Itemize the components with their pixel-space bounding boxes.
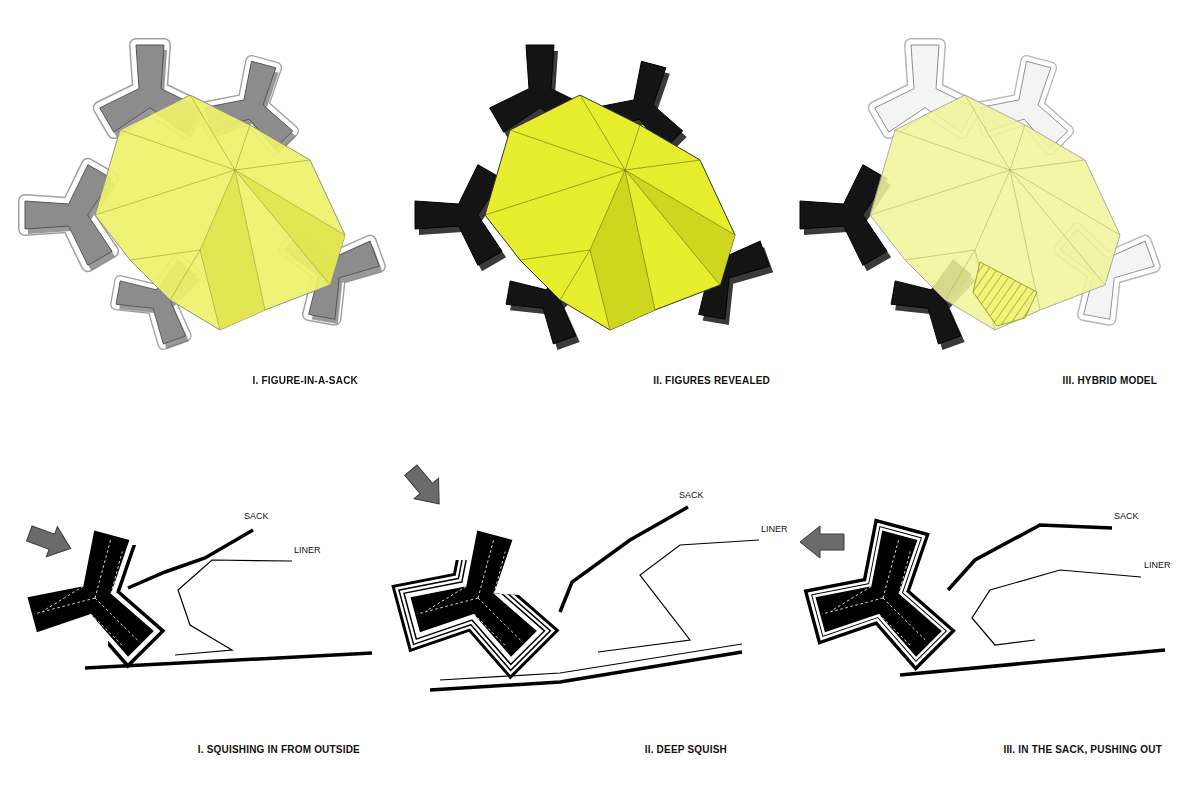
sack-facet-lines	[870, 95, 1120, 330]
panel-caption: I. SQUISHING IN FROM OUTSIDE	[198, 744, 360, 755]
hatched-liner	[973, 262, 1037, 326]
liner-line	[175, 560, 292, 655]
panel-caption: III. HYBRID MODEL	[1062, 375, 1157, 386]
squish-outside-section	[19, 518, 372, 668]
sack-volume	[95, 95, 345, 330]
force-arrow	[24, 518, 76, 563]
figure-solid	[25, 45, 391, 352]
sack-envelope	[25, 45, 391, 352]
figure-edges	[415, 524, 547, 650]
panel-caption: II. DEEP SQUISH	[645, 744, 727, 755]
force-arrow	[800, 526, 844, 558]
sack-volume	[485, 95, 735, 330]
deep-squish-section	[399, 460, 759, 690]
figure-section	[402, 518, 558, 661]
sack-line	[948, 525, 1112, 590]
force-arrow	[399, 460, 452, 514]
layer-label: LINER	[294, 546, 321, 556]
gap-band	[402, 518, 558, 661]
gap-band	[402, 518, 558, 661]
figures-revealed-model	[415, 45, 785, 358]
liner-line	[598, 540, 759, 652]
panel-caption: II. FIGURES REVEALED	[653, 375, 770, 386]
layer-label: LINER	[761, 525, 788, 535]
layer-label: SACK	[679, 491, 704, 501]
sack-facet	[200, 170, 345, 330]
liner-band	[402, 518, 558, 661]
sack-band	[807, 518, 963, 661]
sack-facet	[590, 170, 735, 330]
sack-line	[560, 507, 688, 612]
sack-band	[402, 518, 558, 661]
figure-in-a-sack-model	[25, 45, 394, 357]
layer-label: LINER	[1144, 561, 1171, 571]
sack-facet-lines	[95, 95, 345, 330]
gap-band	[108, 545, 175, 662]
gap-band	[807, 518, 963, 661]
figure-edges	[820, 524, 952, 650]
figure-solid	[415, 45, 781, 352]
sack-line	[900, 650, 1165, 675]
sack-facet-lines	[485, 95, 735, 330]
figure-section	[19, 518, 175, 661]
figure-section	[807, 518, 963, 661]
sack-envelope	[25, 45, 391, 352]
liner-line	[972, 570, 1141, 645]
layer-label: SACK	[244, 512, 269, 522]
panel-caption: III. IN THE SACK, PUSHING OUT	[1003, 744, 1162, 755]
gap-band	[402, 518, 558, 661]
sack-band	[108, 545, 175, 662]
sack-volume	[870, 95, 1120, 330]
push-out-section	[800, 518, 1165, 675]
hybrid-model	[800, 45, 1166, 358]
liner-band	[402, 518, 558, 661]
layer-label: SACK	[1114, 512, 1139, 522]
sack-line	[430, 652, 742, 690]
panel-caption: I. FIGURE-IN-A-SACK	[253, 375, 358, 386]
liner-band	[807, 518, 963, 661]
figure-edges	[32, 524, 164, 650]
gap-band	[807, 518, 963, 661]
